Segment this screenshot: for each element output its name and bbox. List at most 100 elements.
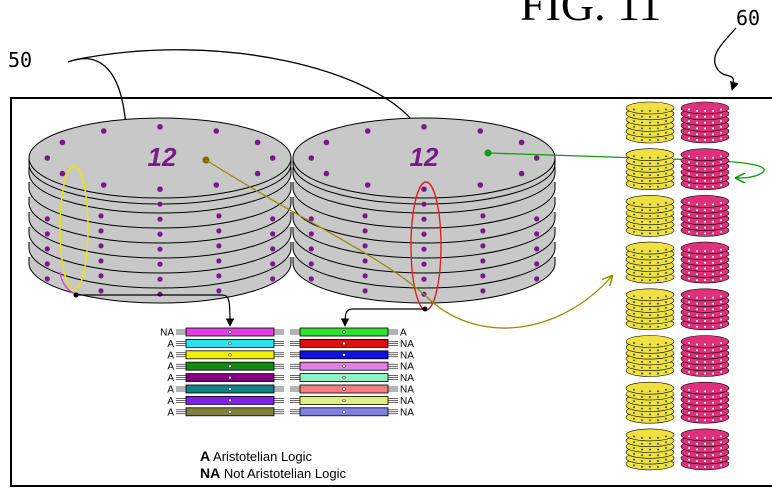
logic-row-right: NA	[290, 350, 414, 361]
logic-row-left: A	[167, 385, 284, 396]
logic-label-right: NA	[400, 350, 414, 361]
disk-dot	[480, 288, 486, 294]
olive-link	[202, 156, 613, 329]
logic-label-right: NA	[400, 385, 414, 396]
disk-dot	[477, 182, 484, 188]
logic-label-left: A	[167, 407, 174, 418]
reference-arrows-50	[67, 49, 419, 129]
disk-dot	[270, 231, 276, 237]
disk-dot	[44, 216, 50, 222]
disk-dot	[254, 170, 261, 177]
platter-array	[625, 101, 730, 471]
logic-label-left: A	[167, 339, 174, 350]
disk-number-left: 12	[148, 142, 177, 172]
disk-dot	[421, 201, 427, 207]
disk-dot	[362, 288, 368, 294]
disk-dot	[216, 288, 222, 294]
disk-dot	[362, 258, 368, 264]
logic-label-right: NA	[400, 407, 414, 418]
logic-row-left: A	[167, 350, 284, 361]
disk-dot	[157, 231, 163, 237]
disk-dot	[98, 243, 104, 249]
disk-dot	[157, 246, 163, 252]
disk-dot	[100, 128, 107, 134]
logic-row-left: NA	[160, 328, 284, 339]
disk-dot	[480, 243, 486, 249]
disk-dot	[216, 213, 222, 219]
disk-dot	[364, 128, 371, 134]
platter-stack-mini	[680, 288, 730, 331]
logic-label-left: A	[167, 362, 174, 373]
legend-key-na: NA	[200, 465, 221, 481]
logic-row-left: A	[167, 407, 284, 418]
disk-dot	[44, 231, 50, 237]
disk-dot	[98, 228, 104, 234]
disk-dot	[157, 216, 163, 222]
logic-row-left: A	[167, 362, 284, 373]
disk-dot	[362, 273, 368, 279]
disk-dot	[44, 261, 50, 267]
disk-dot	[59, 170, 66, 177]
disk-dot	[216, 243, 222, 249]
disk-stack-right	[292, 117, 556, 304]
platter-stack-mini	[680, 335, 730, 377]
disk-dot	[534, 276, 540, 282]
logic-row-right: NA	[290, 385, 414, 396]
disk-dot	[534, 246, 540, 252]
logic-label-right: A	[400, 328, 407, 339]
platter-stack-mini	[625, 288, 675, 331]
reference-numeral-60: 60	[736, 6, 761, 30]
disk-dot	[518, 139, 525, 146]
disk-dot	[534, 261, 540, 267]
disk-dot	[308, 231, 314, 237]
logic-label-right: NA	[400, 362, 414, 373]
disk-dot	[59, 139, 66, 146]
disk-dot	[157, 276, 163, 282]
logic-label-right: NA	[400, 339, 414, 350]
disk-dot	[518, 170, 525, 177]
logic-row-left: A	[167, 373, 284, 384]
disk-dot	[421, 276, 427, 282]
logic-label-right: NA	[400, 373, 414, 384]
disk-dot	[421, 231, 427, 237]
logic-label-left: A	[167, 396, 174, 407]
connector-right	[340, 306, 428, 327]
platter-stack-mini	[625, 195, 675, 237]
disk-dot	[157, 291, 163, 297]
logic-row-right: NA	[290, 362, 414, 373]
disk-dot	[269, 155, 276, 161]
disk-dot	[421, 246, 427, 252]
legend-text-na: Not Aristotelian Logic	[223, 466, 346, 481]
yellow-selection-loop	[59, 165, 89, 291]
disk-dot	[216, 228, 222, 234]
disk-dot	[362, 243, 368, 249]
platter-stack-mini	[680, 148, 730, 190]
disk-stacks	[28, 117, 556, 304]
legend-key-a: A	[200, 448, 211, 464]
disk-dot	[533, 155, 540, 161]
disk-dot	[270, 246, 276, 252]
disk-number-right: 12	[410, 142, 439, 172]
disk-dot	[480, 213, 486, 219]
disk-dot	[308, 261, 314, 267]
platter-stack-mini	[625, 381, 675, 424]
logic-row-right: NA	[290, 396, 414, 407]
logic-label-left: A	[167, 385, 174, 396]
disk-dot	[323, 170, 330, 177]
platter-stack-mini	[680, 195, 730, 237]
figure-title: FIG. 11	[520, 0, 662, 30]
disk-dot	[421, 261, 427, 267]
disk-dot	[157, 261, 163, 267]
platter-stack-mini	[680, 381, 730, 424]
disk-dot	[157, 201, 163, 207]
disk-dot	[477, 128, 484, 134]
disk-dot	[323, 139, 330, 146]
disk-dot	[44, 246, 50, 252]
platter-stack-mini	[625, 148, 675, 190]
logic-label-left: A	[167, 350, 174, 361]
logic-row-right: NA	[290, 339, 414, 350]
disk-dot	[100, 182, 107, 188]
disk-dot	[213, 182, 220, 188]
